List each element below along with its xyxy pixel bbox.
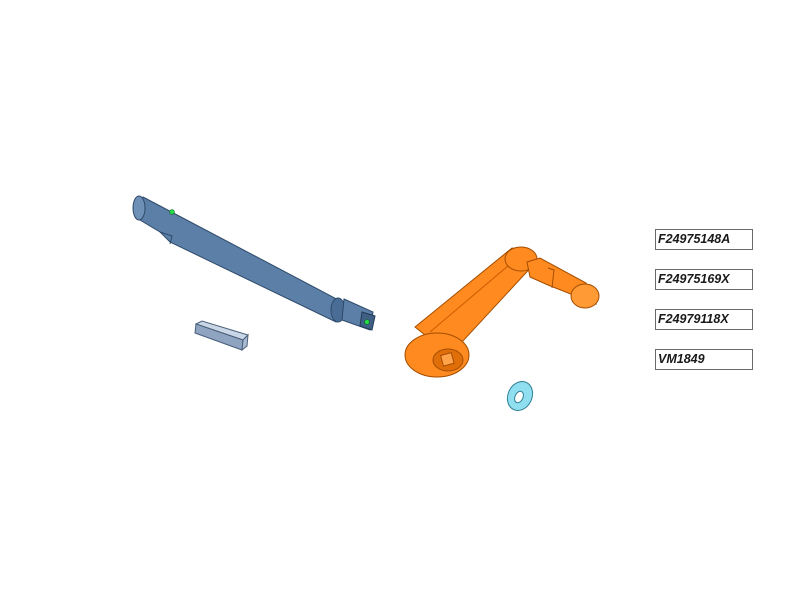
shaft-hole-right bbox=[364, 319, 370, 325]
shaft-part[interactable] bbox=[132, 195, 376, 331]
shaft-hole-left bbox=[169, 209, 175, 215]
part-label-handle[interactable]: F24975169X bbox=[655, 269, 753, 290]
part-label-washer[interactable]: VM1849 bbox=[655, 349, 753, 370]
key-part[interactable] bbox=[194, 320, 249, 352]
part-label-shaft[interactable]: F24975148A bbox=[655, 229, 753, 250]
washer-part[interactable] bbox=[503, 377, 537, 414]
crank-handle-part[interactable] bbox=[404, 246, 600, 378]
part-label-key[interactable]: F24979118X bbox=[655, 309, 753, 330]
